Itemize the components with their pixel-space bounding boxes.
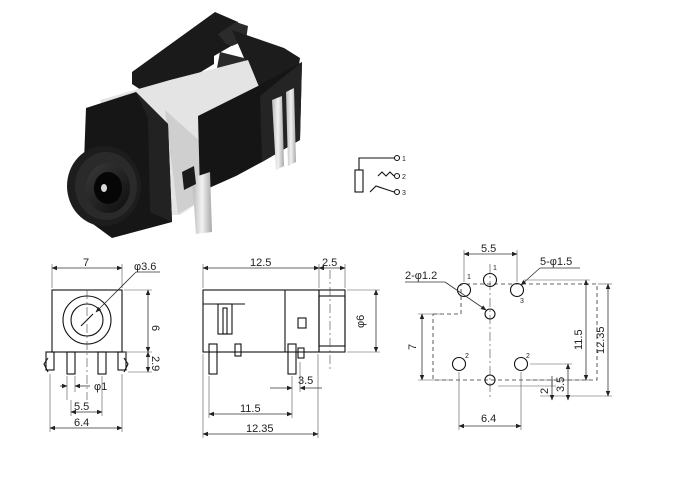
hole-small-bottom	[484, 374, 496, 386]
dim-side-nose-dia: φ6	[355, 315, 367, 328]
hole-1-left	[456, 282, 472, 298]
dim-side-body: 12.5	[250, 257, 271, 269]
schematic-label-3: 3	[402, 190, 406, 197]
schematic-terminal-3	[393, 188, 401, 196]
dim-side-nose: 2.5	[322, 257, 337, 269]
side-body	[202, 289, 320, 353]
schematic-symbol: 1 2 3	[354, 154, 406, 197]
schematic-terminal-2	[393, 172, 401, 180]
product-photo	[67, 12, 302, 238]
pin-label-3: 3	[520, 298, 524, 305]
dim-front-leg: 2.9	[149, 356, 161, 371]
schematic-terminal-1	[393, 154, 401, 162]
front-view: 7 φ3.6 6 2.9 φ1 5.5 6.4	[43, 257, 161, 432]
dim-fp-small-holes: 2-φ1.2	[405, 270, 437, 282]
dim-fp-right-a: 11.5	[573, 329, 585, 350]
dim-front-pin-span: 5.5	[74, 401, 89, 413]
dim-fp-bottom-b: 3.5	[555, 377, 567, 392]
hole-2-left	[451, 356, 467, 372]
dim-side-pin: 3.5	[298, 375, 313, 387]
dim-fp-bottom-w: 6.4	[481, 413, 496, 425]
schematic-sleeve-contact	[354, 169, 364, 193]
pin-label-1b: 1	[493, 265, 497, 272]
dim-fp-bottom-a: 2	[539, 388, 551, 394]
pin-label-1a: 1	[467, 274, 471, 281]
dim-side-span-b: 12.35	[246, 423, 274, 435]
dim-front-pin-dia: φ1	[94, 381, 107, 393]
dim-fp-right-b: 12.35	[595, 326, 607, 354]
pcb-footprint: 1 1 3 2 2 5.5 2-φ1.2 5-φ1.5 7 11.5 12.35	[405, 243, 612, 430]
dim-front-hole-dia: φ3.6	[134, 261, 156, 273]
dim-fp-top-span: 5.5	[481, 243, 496, 255]
hole-small-top	[484, 308, 496, 320]
hole-1-center	[482, 272, 498, 288]
dim-front-width: 7	[83, 257, 89, 269]
dim-front-base: 6.4	[74, 417, 89, 429]
dim-fp-left-v: 7	[407, 344, 419, 350]
dim-front-height: 6	[149, 325, 161, 331]
pin-label-2b: 2	[526, 353, 530, 360]
hole-3	[509, 282, 525, 298]
schematic-label-2: 2	[402, 174, 406, 181]
side-nose	[318, 289, 346, 353]
hole-2-right	[513, 356, 529, 372]
side-view: 12.5 2.5 φ6 3.5 11.5 12.35	[202, 257, 380, 438]
pin-label-2a: 2	[465, 353, 469, 360]
dim-fp-big-holes: 5-φ1.5	[540, 256, 572, 268]
schematic-label-1: 1	[402, 156, 406, 163]
dim-side-span-a: 11.5	[240, 403, 261, 415]
